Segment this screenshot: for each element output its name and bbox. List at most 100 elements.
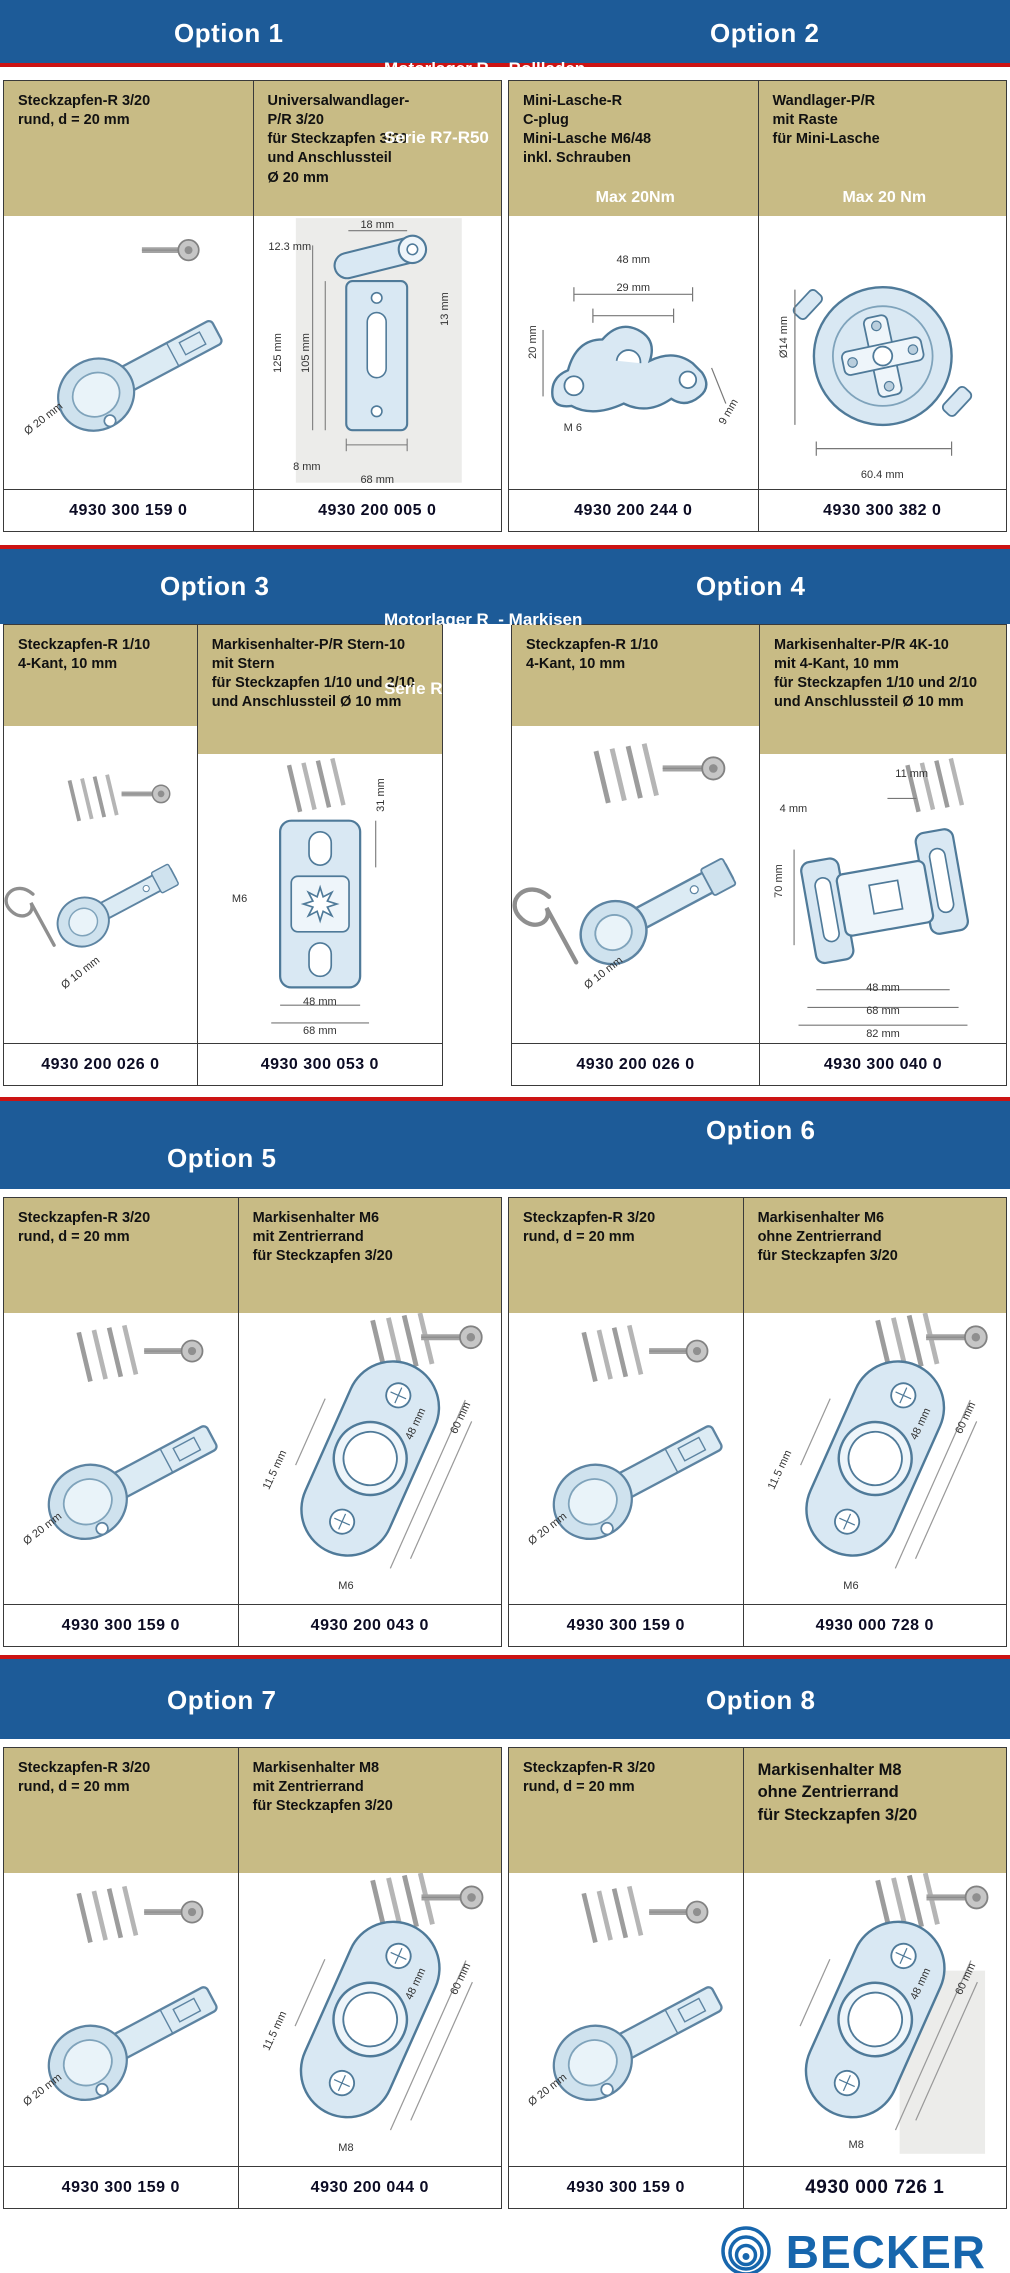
- product-cell: Steckzapfen-R 3/20 rund, d = 20 mm Ø 20 …: [4, 1748, 238, 2208]
- dimension-label: 18 mm: [360, 218, 395, 231]
- option-4-pair: Steckzapfen-R 1/10 4-Kant, 10 mm Ø 10 mm…: [511, 624, 1007, 1086]
- max-torque-badge: Max 20 Nm: [842, 189, 927, 206]
- round-pin-image: Ø 20 mm: [4, 216, 253, 489]
- square-pin-image: Ø 10 mm: [512, 726, 759, 1043]
- dimension-label: 48 mm: [616, 254, 651, 267]
- part-number: 4930 000 726 1: [743, 2166, 1006, 2208]
- dimension-label: 31 mm: [375, 777, 388, 812]
- option-8-heading: Option 8: [706, 1685, 816, 1715]
- section-header-rollladen: Option 1 Motorlager R - Rollladen Serie …: [0, 0, 1010, 147]
- mini-lasche-image: 48 mm 29 mm 20 mm M 6 9 mm: [509, 216, 758, 489]
- dimension-label: M8: [848, 2139, 864, 2152]
- option-7-heading: Option 7: [167, 1685, 277, 1715]
- product-label-box: Steckzapfen-R 1/10 4-Kant, 10 mm: [512, 625, 759, 726]
- section-header-option-5-6: Option 5 Option 6: [0, 1097, 1010, 1189]
- square-pin-icon: [4, 772, 186, 957]
- option-2-pair: Mini-Lasche-R C-plug Mini-Lasche M6/48 i…: [508, 80, 1007, 532]
- product-cell: Wandlager-P/R mit Raste für Mini-Lasche …: [757, 81, 1006, 531]
- product-label: Markisenhalter M6 mit Zentrierrand für S…: [252, 1210, 393, 1265]
- part-number: 4930 200 043 0: [238, 1604, 501, 1646]
- product-row-2: Steckzapfen-R 1/10 4-Kant, 10 mm Ø 10 mm…: [0, 624, 1010, 1086]
- dimension-label: 4 mm: [779, 803, 808, 816]
- round-pin-image: Ø 20 mm: [4, 1313, 238, 1604]
- square-drive-holder-image: 11 mm 4 mm 70 mm 48 mm 68 mm 82 mm: [760, 754, 1006, 1043]
- part-number: 4930 300 159 0: [509, 2166, 743, 2208]
- max-torque-badge: Max 20Nm: [595, 189, 675, 206]
- option-3-pair: Steckzapfen-R 1/10 4-Kant, 10 mm Ø 10 mm…: [3, 624, 443, 1086]
- round-pin-icon: [34, 1873, 230, 2115]
- mini-lasche-icon: [542, 287, 727, 413]
- product-label-box: Universalwandlager- P/R 3/20 für Steckza…: [253, 81, 501, 216]
- product-label: Steckzapfen-R 1/10 4-Kant, 10 mm: [18, 637, 151, 673]
- option-6-pair: Steckzapfen-R 3/20 rund, d = 20 mm Ø 20 …: [508, 1197, 1007, 1647]
- awning-holder-icon: [771, 1873, 1006, 2154]
- section-title-line1: Motorlager R - Markisen: [384, 609, 583, 629]
- part-number: 4930 300 159 0: [509, 1604, 743, 1646]
- dimension-label: 8 mm: [293, 460, 321, 473]
- product-cell: Universalwandlager- P/R 3/20 für Steckza…: [252, 81, 501, 531]
- product-label: Steckzapfen-R 3/20 rund, d = 20 mm: [523, 1210, 656, 1246]
- dimension-label: M6: [843, 1580, 859, 1593]
- dimension-label: M8: [338, 2142, 354, 2155]
- option-5-pair: Steckzapfen-R 3/20 rund, d = 20 mm Ø 20 …: [3, 1197, 502, 1647]
- part-number: 4930 200 244 0: [509, 489, 758, 531]
- universal-wall-bearing-icon: [295, 218, 462, 483]
- product-label-box: Markisenhalter M6 ohne Zentrierrand für …: [743, 1198, 1006, 1313]
- product-cell: Steckzapfen-R 3/20 rund, d = 20 mm Ø 20 …: [4, 81, 253, 531]
- part-number: 4930 200 026 0: [4, 1043, 197, 1085]
- dimension-label: 60.4 mm: [860, 468, 904, 481]
- product-label: Steckzapfen-R 1/10 4-Kant, 10 mm: [526, 637, 659, 673]
- dimension-label: M6: [338, 1580, 354, 1593]
- product-label-box: Markisenhalter M6 mit Zentrierrand für S…: [238, 1198, 501, 1313]
- option-4-heading: Option 4: [696, 571, 806, 601]
- section-title-line2: Serie R7-R50: [384, 127, 489, 147]
- becker-globe-icon: [721, 2226, 771, 2273]
- product-label: Markisenhalter M8 ohne Zentrierrand für …: [757, 1761, 918, 1824]
- option-1-heading: Option 1: [174, 18, 284, 48]
- dimension-label: 68 mm: [360, 474, 395, 487]
- product-label-box: Steckzapfen-R 3/20 rund, d = 20 mm: [509, 1748, 743, 1873]
- section-title: Motorlager R - Markisen Serie R7-R50: [384, 563, 582, 747]
- part-number: 4930 300 382 0: [758, 489, 1006, 531]
- section-title-line2: Serie R7-R50: [384, 678, 489, 698]
- round-pin-icon: [44, 216, 235, 446]
- dimension-label: 82 mm: [866, 1028, 900, 1041]
- product-row-4: Steckzapfen-R 3/20 rund, d = 20 mm Ø 20 …: [0, 1747, 1010, 2209]
- dimension-label: 12.3 mm: [268, 240, 312, 253]
- footer: BECKER: [0, 2209, 1010, 2273]
- dimension-label: 29 mm: [616, 281, 651, 294]
- part-number: 4930 300 040 0: [760, 1043, 1006, 1085]
- product-label-box: Markisenhalter M8 mit Zentrierrand für S…: [238, 1748, 501, 1873]
- product-label: Steckzapfen-R 3/20 rund, d = 20 mm: [523, 1760, 656, 1796]
- square-pin-icon: [512, 726, 745, 977]
- round-pin-image: Ø 20 mm: [509, 1873, 743, 2166]
- dimension-label: M6: [231, 892, 248, 905]
- product-cell: Markisenhalter M8 mit Zentrierrand für S…: [237, 1748, 501, 2208]
- product-label: Steckzapfen-R 3/20 rund, d = 20 mm: [18, 1210, 151, 1246]
- star-holder-image: 31 mm M6 48 mm 68 mm: [198, 754, 442, 1043]
- part-number: 4930 300 053 0: [197, 1043, 442, 1085]
- awning-holder-image: 48 mm 60 mm M8: [744, 1873, 1006, 2166]
- product-cell: Steckzapfen-R 3/20 rund, d = 20 mm Ø 20 …: [509, 1748, 743, 2208]
- round-pin-icon: [539, 1873, 735, 2115]
- product-cell: Markisenhalter M6 mit Zentrierrand für S…: [237, 1198, 501, 1646]
- product-label: Universalwandlager- P/R 3/20 für Steckza…: [267, 93, 410, 186]
- product-label: Markisenhalter-P/R Stern-10 mit Stern fü…: [211, 637, 415, 711]
- product-label: Wandlager-P/R mit Raste für Mini-Lasche: [772, 93, 880, 148]
- dimension-label: 68 mm: [866, 1005, 900, 1017]
- dimension-label: Ø14 mm: [778, 315, 791, 358]
- product-label-box: Steckzapfen-R 3/20 rund, d = 20 mm: [509, 1198, 743, 1313]
- round-pin-icon: [34, 1313, 230, 1554]
- wall-bearing-detent-icon: [792, 286, 972, 456]
- option-3-heading: Option 3: [160, 571, 270, 601]
- section-title: Motorlager R - Rollladen Serie R7-R50: [384, 12, 585, 196]
- product-label: Markisenhalter M8 mit Zentrierrand für S…: [252, 1760, 393, 1815]
- round-pin-image: Ø 20 mm: [509, 1313, 743, 1604]
- dimension-label: 48 mm: [866, 981, 900, 994]
- product-cell: Steckzapfen-R 1/10 4-Kant, 10 mm Ø 10 mm…: [4, 625, 197, 1085]
- product-label-box: Steckzapfen-R 3/20 rund, d = 20 mm: [4, 1748, 238, 1873]
- product-cell: Mini-Lasche-R C-plug Mini-Lasche M6/48 i…: [509, 81, 758, 531]
- product-label-box: Mini-Lasche-R C-plug Mini-Lasche M6/48 i…: [509, 81, 758, 216]
- dimension-label: 70 mm: [773, 864, 786, 899]
